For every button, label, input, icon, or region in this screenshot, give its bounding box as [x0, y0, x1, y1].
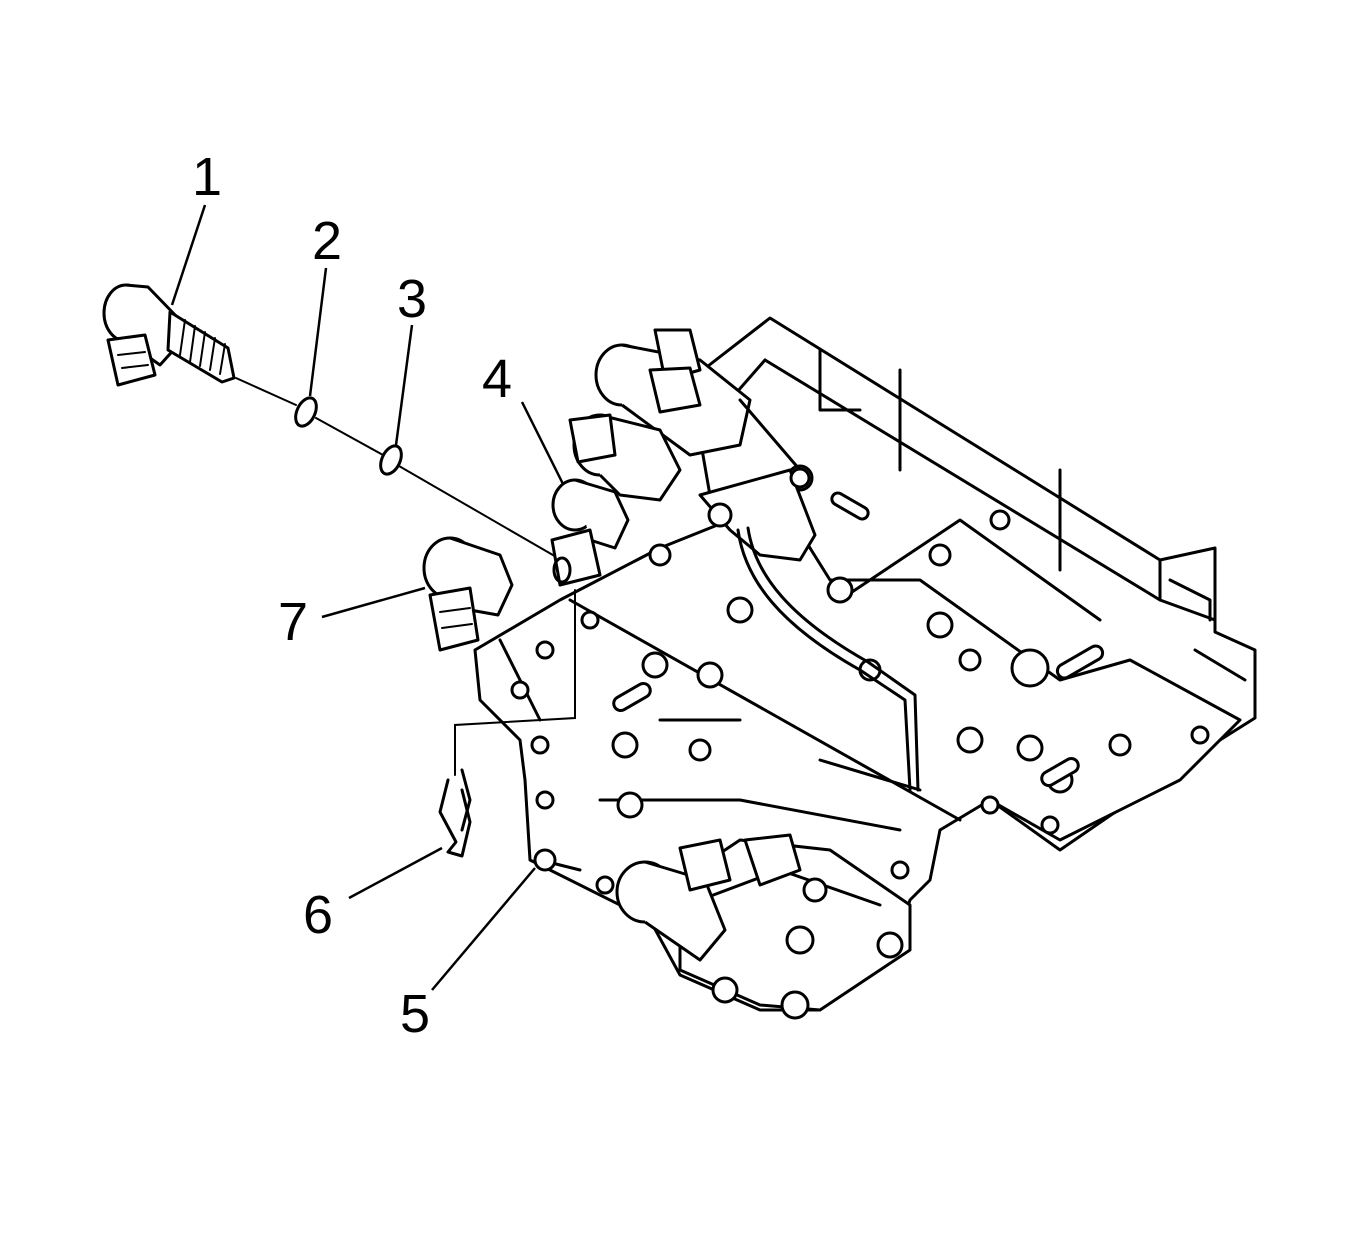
callout-3: 3 — [397, 269, 427, 329]
part-2-o-ring — [294, 396, 318, 428]
o-ring-seals — [235, 377, 566, 563]
part-7-solenoid — [422, 536, 514, 652]
lower-solenoid-assembly — [615, 833, 912, 1020]
part-3-o-ring — [379, 444, 403, 476]
callout-leaders — [170, 204, 565, 991]
upper-solenoid-cluster — [568, 328, 802, 502]
callout-6: 6 — [303, 885, 333, 945]
part-1-solenoid — [102, 283, 236, 387]
part-4-solenoid — [550, 478, 630, 587]
callout-2: 2 — [312, 211, 342, 271]
callout-7: 7 — [278, 592, 308, 652]
callout-1: 1 — [192, 147, 222, 207]
callout-4: 4 — [482, 349, 512, 409]
callout-5: 5 — [400, 984, 430, 1044]
solenoid-bracket — [698, 467, 920, 792]
part-6-retaining-clip — [438, 589, 576, 858]
